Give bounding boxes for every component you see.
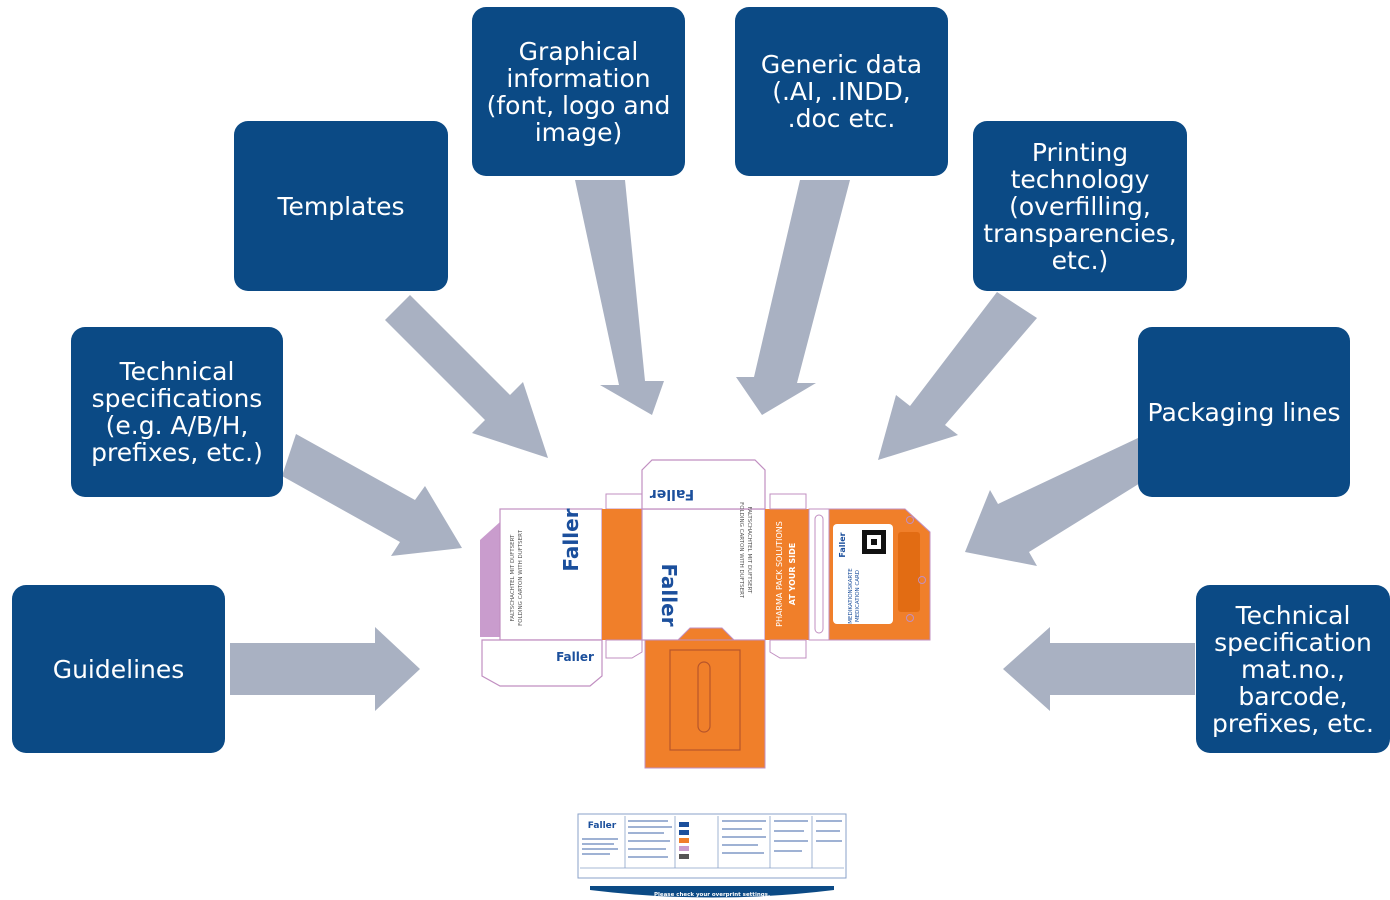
- punch-hole-3: [906, 614, 914, 622]
- carton-brand-top: Faller: [650, 486, 694, 502]
- carton-left-flap: [480, 522, 500, 637]
- carton-window-slot: [697, 661, 711, 733]
- arrow-technical-specification: [1003, 627, 1195, 711]
- carton-small-flap-right: [769, 639, 807, 659]
- carton-panel-orange-narrow: [602, 509, 642, 640]
- box-guidelines: Guidelines: [12, 585, 225, 753]
- arrow-printing-technology: [878, 292, 1037, 460]
- arrow-packaging-lines: [965, 438, 1158, 566]
- carton-front-text-1: FALTSCHACHTEL MIT DUFTSERT: [746, 507, 752, 594]
- arrow-generic-data: [736, 180, 850, 415]
- carton-panel-left: [499, 508, 603, 641]
- qr-code-core: [871, 539, 877, 545]
- card-stripe: [898, 532, 920, 612]
- proof-sheet-footer: Please check your overprint settings.: [654, 892, 770, 898]
- carton-brand-bottom: Faller: [556, 650, 594, 664]
- box-graphical-information: Graphical information (font, logo and im…: [472, 7, 685, 176]
- carton-brand-card: Faller: [838, 532, 847, 557]
- carton-slogan-1: PHARMA PACK SOLUTIONS: [775, 521, 784, 627]
- card-title-2: MEDICATION CARD: [855, 570, 861, 622]
- punch-hole-2: [918, 576, 926, 584]
- box-technical-specification: Technical specification mat.no., barcode…: [1196, 585, 1390, 753]
- carton-brand-front: Faller: [657, 563, 681, 626]
- carton-side-text-1: FALTSCHACHTEL MIT DUFTSERT: [510, 534, 516, 621]
- box-packaging-lines: Packaging lines: [1138, 327, 1350, 497]
- box-templates: Templates: [234, 121, 448, 291]
- carton-panel-slogan: [765, 509, 809, 640]
- arrow-guidelines: [230, 627, 420, 711]
- arrow-technical-specifications: [282, 434, 462, 556]
- box-printing-technology: Printing technology (overfilling, transp…: [973, 121, 1187, 291]
- proof-sheet-paper: [577, 813, 847, 879]
- carton-slogan-tab: [769, 493, 807, 510]
- carton-front-text-2: FOLDING CARTON WITH DUFTSERT: [738, 502, 744, 598]
- carton-panel-front: [641, 508, 766, 641]
- arrow-graphical-information: [575, 180, 664, 415]
- carton-window: [669, 649, 741, 751]
- carton-slogan-2: AT YOUR SIDE: [788, 543, 797, 605]
- punch-hole-1: [906, 516, 914, 524]
- box-generic-data: Generic data (.AI, .INDD, .doc etc.: [735, 7, 948, 176]
- carton-brand-left: Faller: [559, 508, 583, 571]
- proof-sheet-logo-block: [582, 818, 622, 832]
- proof-sheet-footer-band: [590, 886, 834, 898]
- carton-side-text-2: FOLDING CARTON WITH DUFTSERT: [518, 529, 524, 625]
- card-title-1: MEDIKATIONSKARTE: [848, 568, 854, 624]
- proof-sheet-brand: Faller: [588, 821, 617, 831]
- box-technical-specifications: Technical specifications (e.g. A/B/H, pr…: [71, 327, 283, 497]
- carton-strip-slot: [814, 514, 824, 634]
- arrow-templates: [385, 295, 548, 458]
- carton-bottom-orange-tuck: [676, 627, 736, 641]
- carton-small-flap-left: [605, 639, 643, 659]
